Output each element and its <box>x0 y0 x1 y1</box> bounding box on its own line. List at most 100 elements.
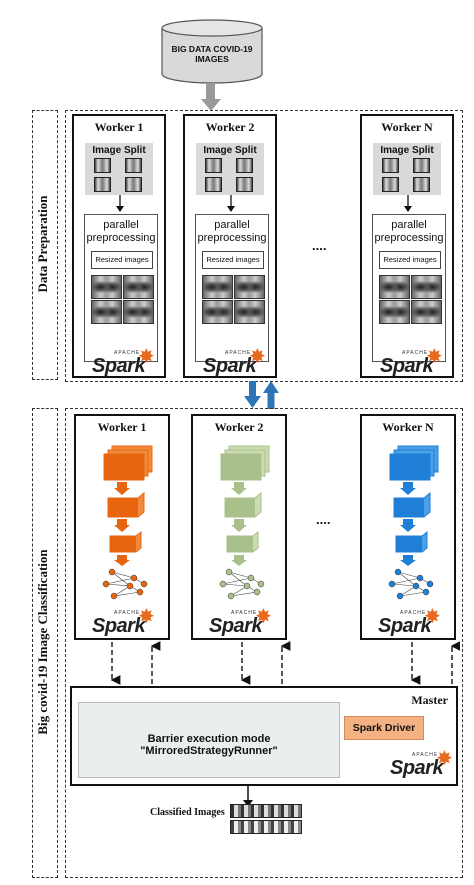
class-worker-2: Worker 2 <box>191 414 287 640</box>
prep-worker-title: Worker N <box>381 120 433 134</box>
section-classification-label: Big covid-19 Image Classification <box>35 549 50 735</box>
cnn-layers-icon <box>102 445 153 600</box>
xray-thumb <box>413 177 430 192</box>
resized-xray <box>234 275 265 299</box>
xray-thumb <box>205 177 222 192</box>
spark-apache-text: APACHE <box>225 350 252 356</box>
resized-images-label: Resized images <box>202 251 264 269</box>
prep-worker-1: Worker 1 Image Split parallel preprocess… <box>72 114 166 378</box>
spark-apache-text: APACHE <box>114 610 141 616</box>
resized-xray <box>202 300 233 324</box>
source-label: BIG DATA COVID-19 IMAGES <box>171 44 253 64</box>
spark-star-icon: ✸ <box>138 346 155 368</box>
worker-master-arrows <box>110 641 460 685</box>
resized-xray <box>411 300 442 324</box>
spark-apache-text: APACHE <box>114 350 141 356</box>
xray-thumb <box>125 177 142 192</box>
spark-name-text: Spark <box>378 615 432 637</box>
xray-thumb <box>413 158 430 173</box>
parallel-preprocessing-box: parallel preprocessing Resized images <box>372 214 446 362</box>
resized-xray <box>123 275 154 299</box>
parallel-preprocessing-box: parallel preprocessing Resized images <box>84 214 158 362</box>
xray-thumb <box>205 158 222 173</box>
parallel-preprocessing-label: parallel preprocessing <box>374 219 444 244</box>
spark-driver-box: Spark Driver <box>344 716 424 740</box>
spark-name-text: Spark <box>92 615 146 637</box>
spark-logo: APACHE Spark ✸ <box>209 606 279 637</box>
classification-frame <box>65 408 463 878</box>
resized-xray <box>202 275 233 299</box>
split-arrow <box>404 195 412 212</box>
xray-thumb <box>125 158 142 173</box>
spark-name-text: Spark <box>380 355 434 377</box>
section-preparation-label: Data Preparation <box>35 195 50 293</box>
class-worker-title: Worker 1 <box>97 420 147 434</box>
section-classification-frame <box>32 408 58 878</box>
resized-xray <box>91 275 122 299</box>
spark-name-text: Spark <box>92 355 146 377</box>
class-worker-1: Worker 1 <box>74 414 170 640</box>
spark-star-icon: ✸ <box>138 606 155 628</box>
spark-name-text: Spark <box>390 757 444 779</box>
source-database-icon <box>161 19 263 84</box>
spark-name-text: Spark <box>209 615 263 637</box>
resized-xray <box>123 300 154 324</box>
image-split-box: Image Split <box>196 143 264 195</box>
spark-logo: APACHE Spark ✸ <box>378 606 448 637</box>
spark-logo: APACHE Spark ✸ <box>390 748 460 779</box>
spark-logo: APACHE Spark ✸ <box>92 606 162 637</box>
master-label: Master <box>411 693 448 707</box>
class-worker-title: Worker 2 <box>214 420 264 434</box>
preparation-frame <box>65 110 463 382</box>
split-arrow <box>227 195 235 212</box>
image-split-label: Image Split <box>203 145 257 156</box>
spark-apache-text: APACHE <box>231 610 258 616</box>
xray-thumb <box>236 177 253 192</box>
image-split-box: Image Split <box>373 143 441 195</box>
xray-thumb <box>382 158 399 173</box>
xray-thumb <box>382 177 399 192</box>
cnn-layers-icon <box>388 445 439 600</box>
spark-name-text: Spark <box>203 355 257 377</box>
spark-star-icon: ✸ <box>255 606 272 628</box>
resized-xray <box>411 275 442 299</box>
parallel-preprocessing-box: parallel preprocessing Resized images <box>195 214 269 362</box>
image-split-label: Image Split <box>92 145 146 156</box>
spark-star-icon: ✸ <box>249 346 266 368</box>
spark-apache-text: APACHE <box>400 610 427 616</box>
source-arrow <box>201 84 221 111</box>
spark-logo: APACHE Spark ✸ <box>92 346 162 377</box>
spark-star-icon: ✸ <box>426 346 443 368</box>
section-preparation-frame <box>32 110 58 380</box>
xray-thumb <box>236 158 253 173</box>
resized-images-label: Resized images <box>91 251 153 269</box>
spark-apache-text: APACHE <box>402 350 429 356</box>
master-output-arrow <box>243 786 253 807</box>
xray-thumb <box>94 158 111 173</box>
spark-logo: APACHE Spark ✸ <box>203 346 273 377</box>
split-arrow <box>116 195 124 212</box>
parallel-preprocessing-label: parallel preprocessing <box>86 219 156 244</box>
prep-worker-n: Worker N Image Split parallel preprocess… <box>360 114 454 378</box>
prep-worker-2: Worker 2 Image Split parallel preprocess… <box>183 114 277 378</box>
master-box: Master Barrier execution mode "MirroredS… <box>70 686 458 786</box>
barrier-box: Barrier execution mode "MirroredStrategy… <box>78 702 340 778</box>
xray-thumb <box>94 177 111 192</box>
resized-xray <box>379 275 410 299</box>
image-split-label: Image Split <box>380 145 434 156</box>
resized-xray <box>91 300 122 324</box>
classified-images-thumbs <box>230 804 302 834</box>
classified-images-label: Classified Images <box>150 807 225 818</box>
prep-ellipsis: .... <box>312 238 327 253</box>
prep-worker-title: Worker 2 <box>205 120 255 134</box>
spark-star-icon: ✸ <box>424 606 441 628</box>
resized-images-label: Resized images <box>379 251 441 269</box>
resized-xray <box>379 300 410 324</box>
class-ellipsis: .... <box>316 512 331 527</box>
barrier-label: Barrier execution mode "MirroredStrategy… <box>140 733 278 757</box>
image-split-box: Image Split <box>85 143 153 195</box>
spark-star-icon: ✸ <box>436 748 453 770</box>
spark-apache-text: APACHE <box>412 752 439 758</box>
spark-logo: APACHE Spark ✸ <box>380 346 450 377</box>
parallel-preprocessing-label: parallel preprocessing <box>197 219 267 244</box>
